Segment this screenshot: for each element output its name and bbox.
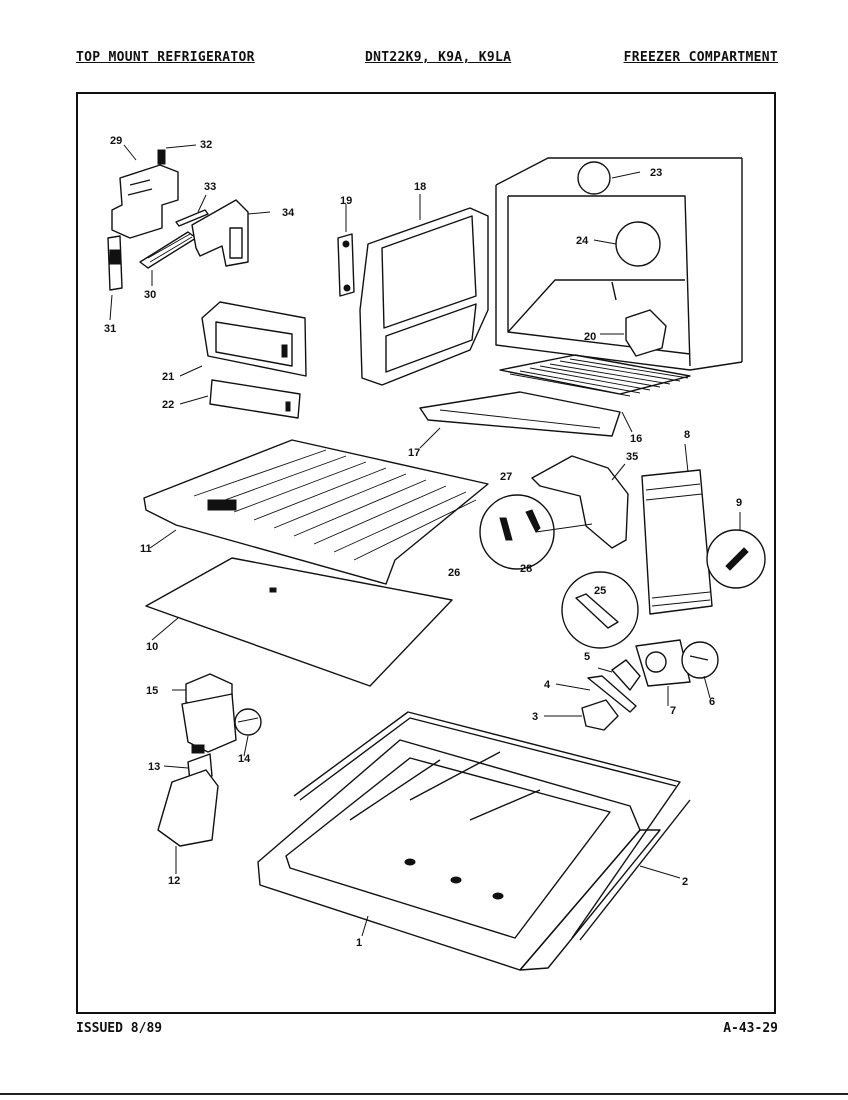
callout-31: 31 [104,323,116,335]
callout-12: 12 [168,875,180,887]
insulation-pad [145,557,453,687]
callout-26: 26 [448,567,460,579]
callout-10: 10 [146,641,158,653]
fan-housing [479,455,639,649]
callout-7: 7 [670,705,676,717]
bottom-rule [0,1093,848,1095]
control-assembly [107,149,249,291]
evaporator-cover [641,469,766,615]
bottom-liner [257,711,691,971]
callout-9: 9 [736,497,742,509]
callout-24: 24 [576,235,589,247]
callout-16: 16 [630,433,642,445]
page-number: A-43-29 [723,1021,778,1036]
wire-shelf [419,354,691,437]
ice-bucket-assembly [157,673,262,847]
callout-11: 11 [140,543,152,555]
callout-21: 21 [162,371,174,383]
callout-15: 15 [146,685,158,697]
light-shield [201,301,307,419]
diagram-frame [76,92,776,1014]
callout-25: 25 [594,585,606,597]
document-title: TOP MOUNT REFRIGERATOR [76,50,255,65]
callout-4: 4 [544,679,551,691]
section-title: FREEZER COMPARTMENT [623,50,778,65]
callout-14: 14 [238,753,251,765]
callout-19: 19 [340,195,352,207]
callout-2: 2 [682,876,688,888]
callout-5: 5 [584,651,590,663]
callout-23: 23 [650,167,662,179]
callout-35: 35 [626,451,638,463]
callout-28: 28 [520,563,532,575]
callout-32: 32 [200,139,212,151]
freezer-liner [495,157,743,371]
model-numbers: DNT22K9, K9A, K9LA [365,50,512,65]
freezer-door [337,207,489,386]
fan-motor-parts [581,639,719,731]
callout-13: 13 [148,761,160,773]
callout-1: 1 [356,937,362,949]
callout-6: 6 [709,696,715,708]
issued-date: ISSUED 8/89 [76,1021,163,1036]
freezer-floor [143,439,489,585]
leader-lines [109,144,741,937]
callout-27: 27 [500,471,512,483]
callout-20: 20 [584,331,596,343]
callout-3: 3 [532,711,538,723]
callout-30: 30 [144,289,156,301]
callout-8: 8 [684,429,690,441]
callout-labels: 1 2 3 4 5 6 7 8 9 10 11 12 13 14 15 16 1… [104,135,742,949]
callout-22: 22 [162,399,174,411]
callout-34: 34 [282,207,295,219]
callout-18: 18 [414,181,426,193]
callout-33: 33 [204,181,216,193]
callout-29: 29 [110,135,122,147]
callout-17: 17 [408,447,420,459]
